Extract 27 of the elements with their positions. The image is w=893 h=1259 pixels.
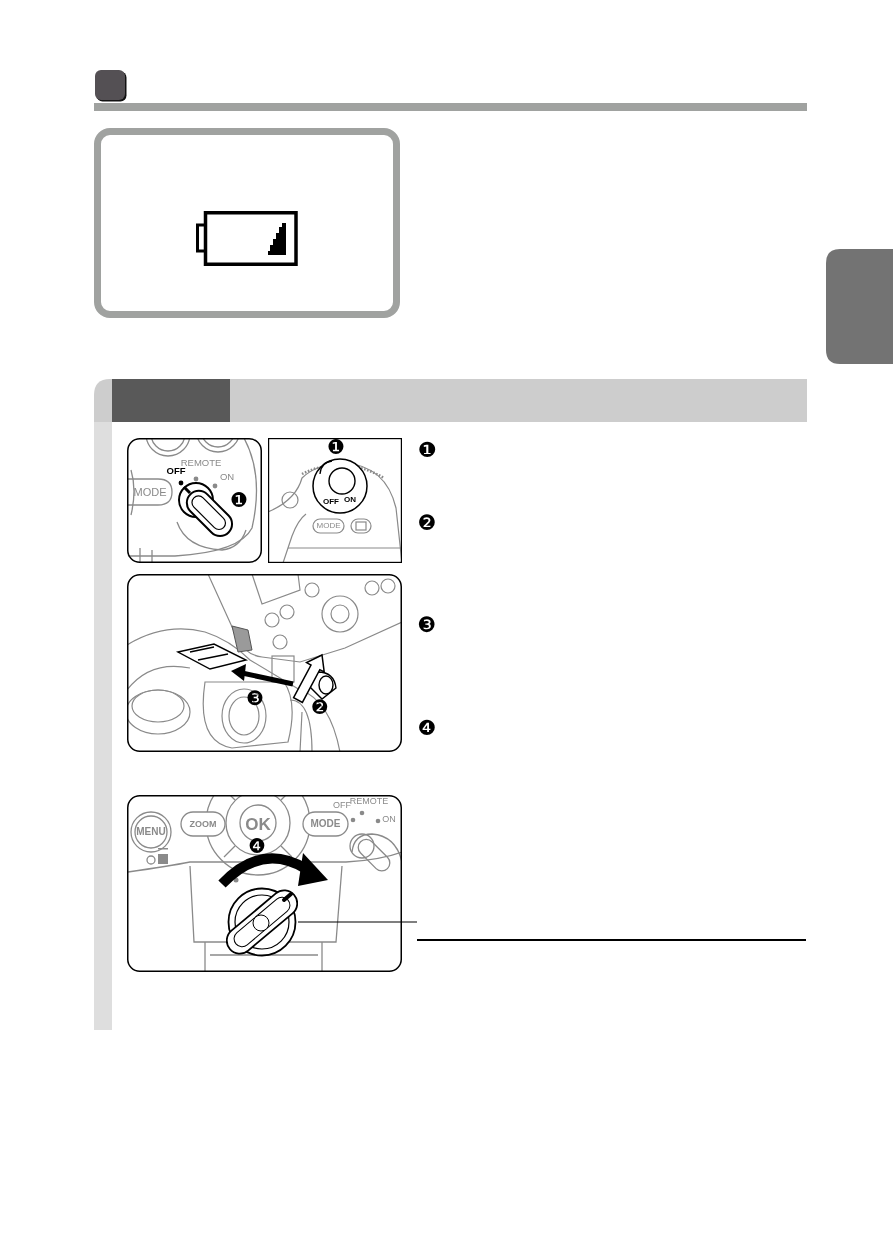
button-label: ZOOM <box>189 819 217 829</box>
leader-line <box>297 921 418 923</box>
switch-position-label: REMOTE <box>180 458 222 468</box>
section-tab <box>112 379 230 422</box>
step-number: ❹ <box>417 717 437 739</box>
callout-number: ❶ <box>327 437 345 457</box>
switch-position-label: ON <box>344 496 356 504</box>
button-label: MODE <box>310 819 341 829</box>
button-label: MODE <box>133 486 167 498</box>
switch-position-label: REMOTE <box>349 796 389 806</box>
switch-position-label: OFF <box>333 800 351 810</box>
button-label: MODE <box>316 522 341 530</box>
step-number: ❷ <box>417 512 437 534</box>
callout-number: ❸ <box>246 688 264 708</box>
chapter-tab <box>826 249 893 364</box>
lock-lever <box>226 887 298 957</box>
step-number: ❶ <box>417 439 437 461</box>
callout-number: ❹ <box>248 836 266 856</box>
button-label: OK <box>245 815 271 833</box>
callout-number: ❶ <box>230 490 248 510</box>
button-label: MENU <box>136 827 166 837</box>
step-number: ❸ <box>417 614 437 636</box>
switch-position-label: OFF <box>323 498 339 506</box>
callout-number: ❷ <box>311 697 329 717</box>
switch-position-label: OFF <box>166 466 186 476</box>
switch-position-label: ON <box>382 814 396 824</box>
switch-position-label: ON <box>219 472 235 482</box>
